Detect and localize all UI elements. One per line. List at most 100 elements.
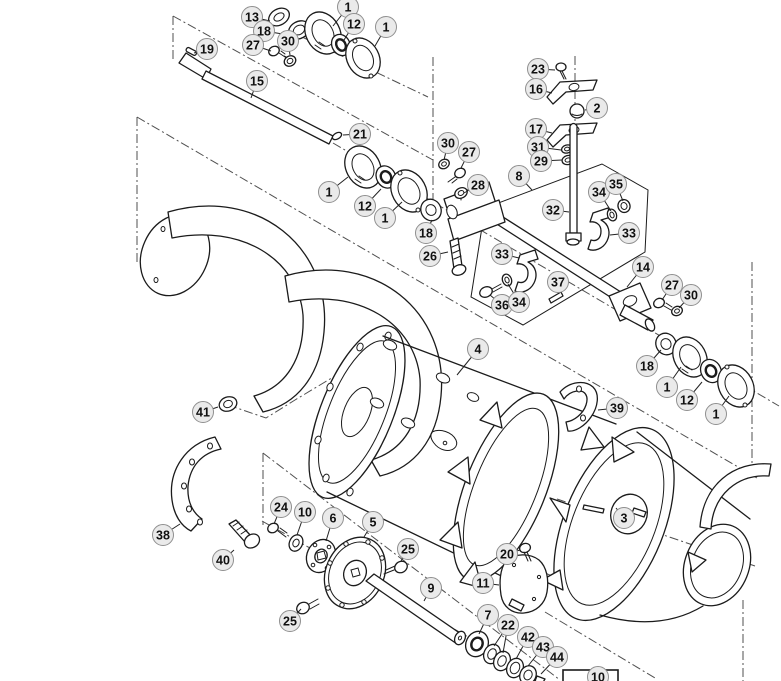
callout-bubble[interactable]	[196, 38, 218, 60]
callout-bubble[interactable]	[318, 181, 340, 203]
callout-2[interactable]: 2	[584, 97, 608, 119]
callout-bubble[interactable]	[546, 646, 568, 668]
callout-bubble[interactable]	[530, 150, 552, 172]
callout-12[interactable]: 12	[354, 188, 382, 217]
callout-30[interactable]: 30	[678, 284, 702, 309]
callout-bubble[interactable]	[397, 538, 419, 560]
callout-33[interactable]: 33	[491, 243, 520, 265]
callout-bubble[interactable]	[606, 397, 628, 419]
callout-33[interactable]: 33	[609, 222, 640, 244]
callout-12[interactable]: 12	[343, 13, 365, 41]
callout-bubble[interactable]	[192, 401, 214, 423]
callout-25[interactable]: 25	[397, 538, 419, 562]
callout-bubble[interactable]	[246, 70, 268, 92]
callout-20[interactable]: 20	[496, 543, 521, 565]
callout-30[interactable]: 30	[277, 30, 299, 56]
callout-bubble[interactable]	[270, 496, 292, 518]
callout-bubble[interactable]	[415, 222, 437, 244]
callout-21[interactable]: 21	[342, 123, 371, 145]
callout-bubble[interactable]	[437, 132, 459, 154]
callout-1[interactable]: 1	[656, 366, 682, 398]
callout-22[interactable]: 22	[493, 614, 519, 654]
callout-bubble[interactable]	[279, 610, 301, 632]
callout-bubble[interactable]	[636, 355, 658, 377]
callout-bubble[interactable]	[542, 199, 564, 221]
callout-12[interactable]: 12	[676, 381, 703, 411]
callout-16[interactable]: 16	[525, 78, 553, 100]
callout-3[interactable]: 3	[613, 507, 635, 529]
callout-1[interactable]: 1	[374, 16, 397, 47]
callout-bubble[interactable]	[242, 34, 264, 56]
callout-bubble[interactable]	[354, 195, 376, 217]
callout-bubble[interactable]	[680, 284, 702, 306]
callout-14[interactable]: 14	[626, 256, 654, 288]
callout-39[interactable]: 39	[597, 397, 628, 419]
callout-bubble[interactable]	[508, 165, 530, 187]
callout-27[interactable]: 27	[458, 141, 480, 169]
callout-25[interactable]: 25	[279, 608, 302, 632]
callout-30[interactable]: 30	[437, 132, 459, 161]
callout-8[interactable]: 8	[508, 165, 533, 191]
callout-bubble[interactable]	[496, 543, 518, 565]
callout-34[interactable]: 34	[588, 181, 612, 212]
callout-bubble[interactable]	[472, 572, 494, 594]
callout-11[interactable]: 11	[472, 572, 500, 594]
callout-18[interactable]: 18	[636, 349, 662, 377]
callout-15[interactable]: 15	[246, 70, 268, 99]
callout-bubble[interactable]	[477, 604, 499, 626]
callout-26[interactable]: 26	[419, 245, 449, 267]
callout-bubble[interactable]	[419, 245, 441, 267]
callout-bubble[interactable]	[349, 123, 371, 145]
callout-bubble[interactable]	[491, 243, 513, 265]
callout-7[interactable]: 7	[477, 604, 499, 635]
callout-bubble[interactable]	[322, 507, 344, 529]
callout-bubble[interactable]	[587, 666, 609, 681]
callout-19[interactable]: 19	[193, 38, 218, 60]
callout-bubble[interactable]	[656, 376, 678, 398]
callout-bubble[interactable]	[374, 207, 396, 229]
callout-bubble[interactable]	[632, 256, 654, 278]
callout-bubble[interactable]	[508, 291, 530, 313]
callout-38[interactable]: 38	[152, 523, 181, 546]
callout-40[interactable]: 40	[212, 549, 235, 571]
callout-10[interactable]: 10	[294, 501, 316, 536]
callout-1[interactable]: 1	[318, 176, 349, 203]
callout-24[interactable]: 24	[270, 496, 292, 525]
callout-bubble[interactable]	[497, 614, 519, 636]
callout-bubble[interactable]	[676, 389, 698, 411]
callout-44[interactable]: 44	[540, 646, 568, 675]
callout-bubble[interactable]	[294, 501, 316, 523]
callout-bubble[interactable]	[618, 222, 640, 244]
callout-1[interactable]: 1	[705, 395, 730, 425]
callout-bubble[interactable]	[547, 271, 569, 293]
callout-bubble[interactable]	[458, 141, 480, 163]
callout-bubble[interactable]	[613, 507, 635, 529]
callout-bubble[interactable]	[467, 338, 489, 360]
callout-9[interactable]: 9	[420, 577, 442, 602]
callout-27[interactable]: 27	[242, 34, 272, 56]
callout-bubble[interactable]	[420, 577, 442, 599]
callout-bubble[interactable]	[586, 97, 608, 119]
callout-bubble[interactable]	[277, 30, 299, 52]
callout-bubble[interactable]	[212, 549, 234, 571]
callout-32[interactable]: 32	[542, 199, 570, 221]
callout-29[interactable]: 29	[530, 150, 563, 172]
callout-bubble[interactable]	[705, 403, 727, 425]
callout-bubble[interactable]	[152, 524, 174, 546]
callout-bubble[interactable]	[375, 16, 397, 38]
callout-bubble[interactable]	[661, 274, 683, 296]
callout-37[interactable]: 37	[547, 271, 569, 293]
callout-bubble[interactable]	[525, 78, 547, 100]
callout-27[interactable]: 27	[661, 274, 683, 301]
callout-5[interactable]: 5	[362, 511, 384, 538]
callout-34[interactable]: 34	[507, 283, 530, 313]
callout-13[interactable]: 13	[241, 6, 271, 28]
callout-4[interactable]: 4	[456, 338, 489, 376]
callout-17[interactable]: 17	[525, 118, 553, 140]
callout-bubble[interactable]	[241, 6, 263, 28]
callout-bubble[interactable]	[605, 173, 627, 195]
callout-10[interactable]: 10	[587, 666, 609, 681]
callout-bubble[interactable]	[343, 13, 365, 35]
callout-28[interactable]: 28	[463, 174, 489, 196]
callout-35[interactable]: 35	[605, 173, 627, 202]
